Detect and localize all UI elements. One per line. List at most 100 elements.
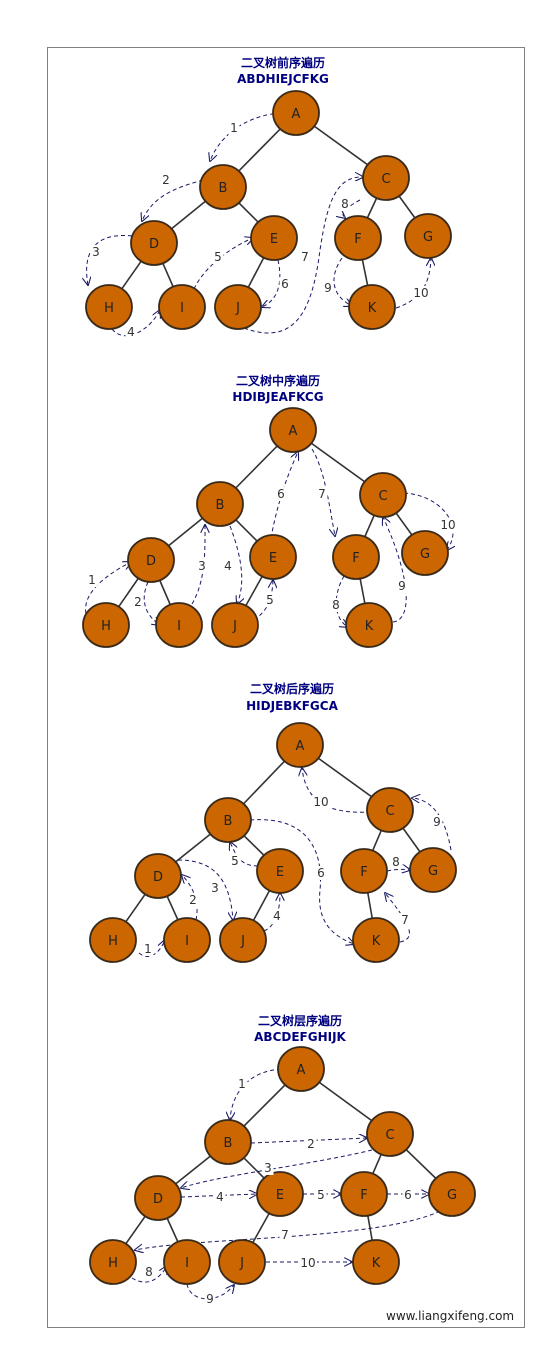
node-circle (362, 155, 410, 201)
traversal-arrow (403, 492, 453, 550)
node-circle (158, 284, 206, 330)
step-number: 8 (145, 1265, 153, 1279)
step-label-bg (196, 559, 208, 573)
node-circle (211, 602, 259, 648)
node-label: B (224, 814, 233, 829)
step-label-bg (305, 1137, 317, 1151)
node-label: A (296, 739, 305, 754)
node-label: A (297, 1063, 306, 1078)
traversal-sequence: ABCDEFGHIJK (254, 1030, 346, 1044)
tree-node-a: A (276, 722, 324, 768)
tree-node-e: E (256, 848, 304, 894)
traversal-arrow (177, 859, 233, 920)
node-label: D (149, 237, 159, 252)
step-label-bg (279, 277, 291, 291)
step-label-bg (275, 487, 287, 501)
node-circle (89, 1239, 137, 1285)
traversal-arrow (249, 819, 354, 944)
node-circle (249, 534, 297, 580)
node-circle (428, 1171, 476, 1217)
tree-node-d: D (127, 537, 175, 583)
step-number: 3 (264, 1161, 272, 1175)
node-circle (366, 787, 414, 833)
node-circle (163, 917, 211, 963)
step-number: 3 (211, 881, 219, 895)
step-number: 1 (230, 121, 238, 135)
node-circle (130, 220, 178, 266)
traversal-sequence: ABDHIEJCFKG (237, 72, 329, 86)
traversal-arrow (343, 199, 361, 218)
tree-node-f: F (340, 848, 388, 894)
node-circle (345, 602, 393, 648)
traversal-arrow (87, 235, 133, 285)
node-label: I (185, 1256, 189, 1271)
traversal-arrow (135, 1210, 441, 1250)
step-label-bg (132, 595, 144, 609)
step-number: 9 (206, 1292, 214, 1306)
tree-node-f: F (332, 534, 380, 580)
traversal-arrow (229, 525, 242, 604)
node-circle (409, 847, 457, 893)
step-number: 8 (392, 855, 400, 869)
step-label-bg (439, 518, 457, 532)
step-label-bg (271, 909, 283, 923)
traversal-arrow (230, 842, 259, 867)
step-label-bg (412, 286, 430, 300)
node-circle (366, 1111, 414, 1157)
step-number: 7 (281, 1228, 289, 1242)
step-number: 8 (341, 197, 349, 211)
node-label: B (219, 181, 228, 196)
node-label: E (276, 865, 284, 880)
tree-node-i: I (163, 917, 211, 963)
node-circle (404, 213, 452, 259)
node-label: G (420, 547, 430, 562)
node-label: C (385, 1128, 394, 1143)
tree-node-d: D (130, 220, 178, 266)
node-circle (163, 1239, 211, 1285)
node-circle (277, 1046, 325, 1092)
step-label-bg (222, 559, 234, 573)
node-circle (401, 530, 449, 576)
node-label: J (240, 934, 245, 949)
tree-node-j: J (219, 917, 267, 963)
node-label: E (269, 551, 277, 566)
tree-node-g: G (401, 530, 449, 576)
step-number: 4 (127, 325, 135, 339)
node-circle (250, 215, 298, 261)
step-number: 9 (324, 281, 332, 295)
node-circle (340, 1171, 388, 1217)
tree-node-e: E (250, 215, 298, 261)
traversal-arrow (383, 517, 407, 623)
node-label: D (146, 554, 156, 569)
tree-node-k: K (345, 602, 393, 648)
step-label-bg (339, 197, 351, 211)
tree-node-g: G (409, 847, 457, 893)
node-label: D (153, 1192, 163, 1207)
node-label: K (372, 1256, 381, 1271)
tree-node-c: C (362, 155, 410, 201)
node-circle (219, 917, 267, 963)
step-label-bg (315, 866, 327, 880)
node-label: H (104, 301, 114, 316)
node-circle (272, 90, 320, 136)
node-circle (89, 917, 137, 963)
node-label: K (368, 301, 377, 316)
step-label-bg (212, 250, 224, 264)
tree-node-f: F (334, 215, 382, 261)
tree-node-k: K (352, 1239, 400, 1285)
step-label-bg (264, 593, 276, 607)
step-label-bg (402, 1188, 414, 1202)
tree-node-c: C (366, 787, 414, 833)
step-label-bg (316, 487, 328, 501)
tree-node-f: F (340, 1171, 388, 1217)
node-circle (334, 215, 382, 261)
node-label: B (224, 1136, 233, 1151)
step-label-bg (125, 325, 137, 339)
step-number: 1 (238, 1077, 246, 1091)
node-label: E (270, 232, 278, 247)
node-circle (348, 284, 396, 330)
step-label-bg (214, 1190, 226, 1204)
tree-node-b: B (196, 481, 244, 527)
